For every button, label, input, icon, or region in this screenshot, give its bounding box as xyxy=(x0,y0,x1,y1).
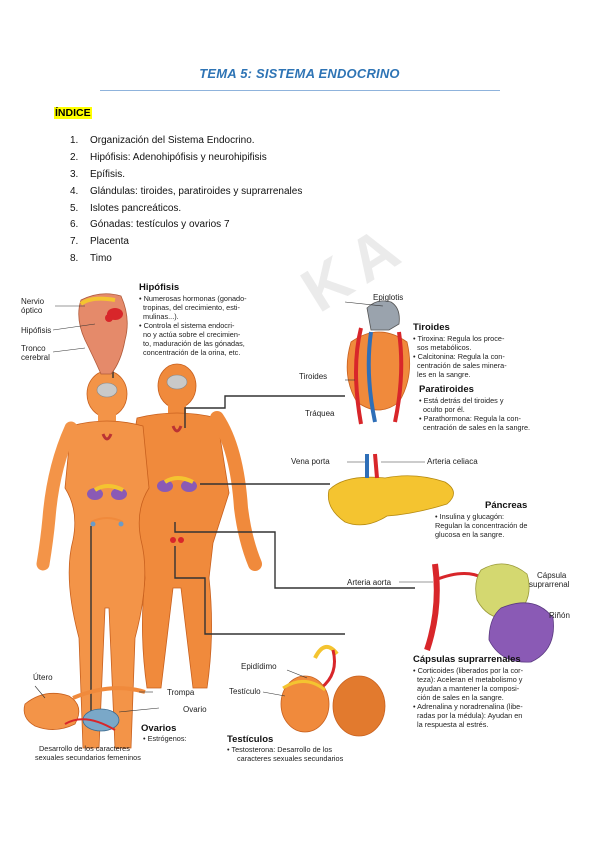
suprarrenales-text: teza): Aceleran el metabolismo y xyxy=(417,675,523,684)
paratiroides-text: • Está detrás del tiroides y xyxy=(419,396,504,405)
hipofisis-illustration xyxy=(52,293,128,375)
tiroides-text: centración de sales minera- xyxy=(417,361,507,370)
testiculos-text: • Testosterona: Desarrollo de los xyxy=(227,745,332,754)
label-nervio-optico-2: óptico xyxy=(21,306,43,315)
label-epiglotis: Epiglotis xyxy=(373,293,403,302)
paratiroides-heading: Paratiroides xyxy=(419,384,474,395)
ovarios-illustration xyxy=(23,685,160,732)
label-testiculo: Testículo xyxy=(229,687,261,696)
hipofisis-text: concentración de la orina, etc. xyxy=(143,348,240,357)
suprarrenales-text: ayudan a mantener la composi- xyxy=(417,684,520,693)
female-body xyxy=(36,370,150,749)
label-utero: Útero xyxy=(33,673,53,682)
tiroides-text: les en la sangre. xyxy=(417,370,471,379)
tiroides-illustration xyxy=(344,300,411,425)
label-ovario: Ovario xyxy=(183,705,207,714)
suprarrenales-text: • Adrenalina y noradrenalina (libe- xyxy=(413,702,523,711)
suprarrenales-text: radas por la médula): Ayudan en xyxy=(417,711,522,720)
paratiroides-text: • Parathormona: Regula la con- xyxy=(419,414,521,423)
toc-item: 6.Gónadas: testículos y ovarios 7 xyxy=(70,219,230,231)
testiculos-text: caracteres sexuales secundarios xyxy=(237,754,344,763)
hipofisis-text: • Numerosas hormonas (gonado- xyxy=(139,294,247,303)
tiroides-heading: Tiroides xyxy=(413,322,450,333)
suprarrenales-text: ción de sales en la sangre. xyxy=(417,693,504,702)
pancreas-text: glucosa en la sangre. xyxy=(435,530,504,539)
label-arteria-celiaca: Arteria celiaca xyxy=(427,457,478,466)
hipofisis-text: mulinas...). xyxy=(143,312,179,321)
page-title: TEMA 5: SISTEMA ENDOCRINO xyxy=(199,66,400,81)
toc-item: 2.Hipófisis: Adenohipófisis y neurohipif… xyxy=(70,151,267,163)
label-capsula-suprarrenal: Cápsula xyxy=(537,571,567,580)
label-tronco-cerebral-2: cerebral xyxy=(21,353,50,362)
tiroides-text: • Tiroxina: Regula los proce- xyxy=(413,334,505,343)
toc-item: 1.Organización del Sistema Endocrino. xyxy=(70,135,255,146)
toc-item: 8.Timo xyxy=(70,253,112,265)
tiroides-text: sos metabólicos. xyxy=(417,343,471,352)
hipofisis-text: no y actúa sobre el crecimien- xyxy=(143,330,241,339)
ovarios-text: • Estrógenos: xyxy=(143,734,187,743)
testiculos-heading: Testículos xyxy=(227,734,273,745)
hipofisis-text: tropinas, del crecimiento, esti- xyxy=(143,303,240,312)
suprarrenales-illustration xyxy=(399,563,554,663)
hipofisis-text: to, maduración de las gónadas, xyxy=(143,339,245,348)
label-rinon: Riñón xyxy=(549,611,570,620)
table-of-contents: 1.Organización del Sistema Endocrino. 2.… xyxy=(70,133,302,268)
ovarios-text: sexuales secundarios femeninos xyxy=(35,753,141,762)
index-heading: ÍNDICE xyxy=(54,107,92,119)
male-body xyxy=(124,363,262,689)
label-hipofisis: Hipófisis xyxy=(21,326,51,335)
hipofisis-heading: Hipófisis xyxy=(139,282,179,293)
label-nervio-optico: Nervio xyxy=(21,297,45,306)
label-tronco-cerebral: Tronco xyxy=(21,344,46,353)
paratiroides-text: centración de sales en la sangre. xyxy=(423,423,530,432)
hipofisis-text: • Controla el sistema endocri- xyxy=(139,321,235,330)
tiroides-text: • Calcitonina: Regula la con- xyxy=(413,352,505,361)
endocrine-system-illustration: Nervio óptico Hipófisis Tronco cerebral … xyxy=(21,282,570,763)
label-vena-porta: Vena porta xyxy=(291,457,330,466)
label-trompa: Trompa xyxy=(167,688,195,697)
title-underline xyxy=(100,90,500,91)
paratiroides-text: oculto por él. xyxy=(423,405,465,414)
pancreas-text: Regulan la concentración de xyxy=(435,521,528,530)
pancreas-text: • Insulina y glucagón: xyxy=(435,512,504,521)
suprarrenales-heading: Cápsulas suprarrenales xyxy=(413,654,521,665)
toc-item: 5.Islotes pancreáticos. xyxy=(70,202,182,214)
toc-item: 4.Glándulas: tiroides, paratiroides y su… xyxy=(70,185,303,197)
label-tiroides: Tiroides xyxy=(299,372,327,381)
pancreas-heading: Páncreas xyxy=(485,500,527,511)
toc-item: 3.Epífisis. xyxy=(70,168,126,180)
label-arteria-aorta: Arteria aorta xyxy=(347,578,392,587)
toc-item: 7.Placenta xyxy=(70,236,129,248)
ovarios-text: Desarrollo de los caracteres xyxy=(39,744,130,753)
label-capsula-suprarrenal-2: suprarrenal xyxy=(529,580,570,589)
suprarrenales-text: la respuesta al estrés. xyxy=(417,720,488,729)
ovarios-heading: Ovarios xyxy=(141,723,176,734)
label-epididimo: Epidídimo xyxy=(241,662,277,671)
suprarrenales-text: • Corticoides (liberados por la cor- xyxy=(413,666,524,675)
pancreas-illustration xyxy=(327,453,454,526)
label-traquea: Tráquea xyxy=(305,409,335,418)
testiculos-illustration xyxy=(262,645,386,737)
